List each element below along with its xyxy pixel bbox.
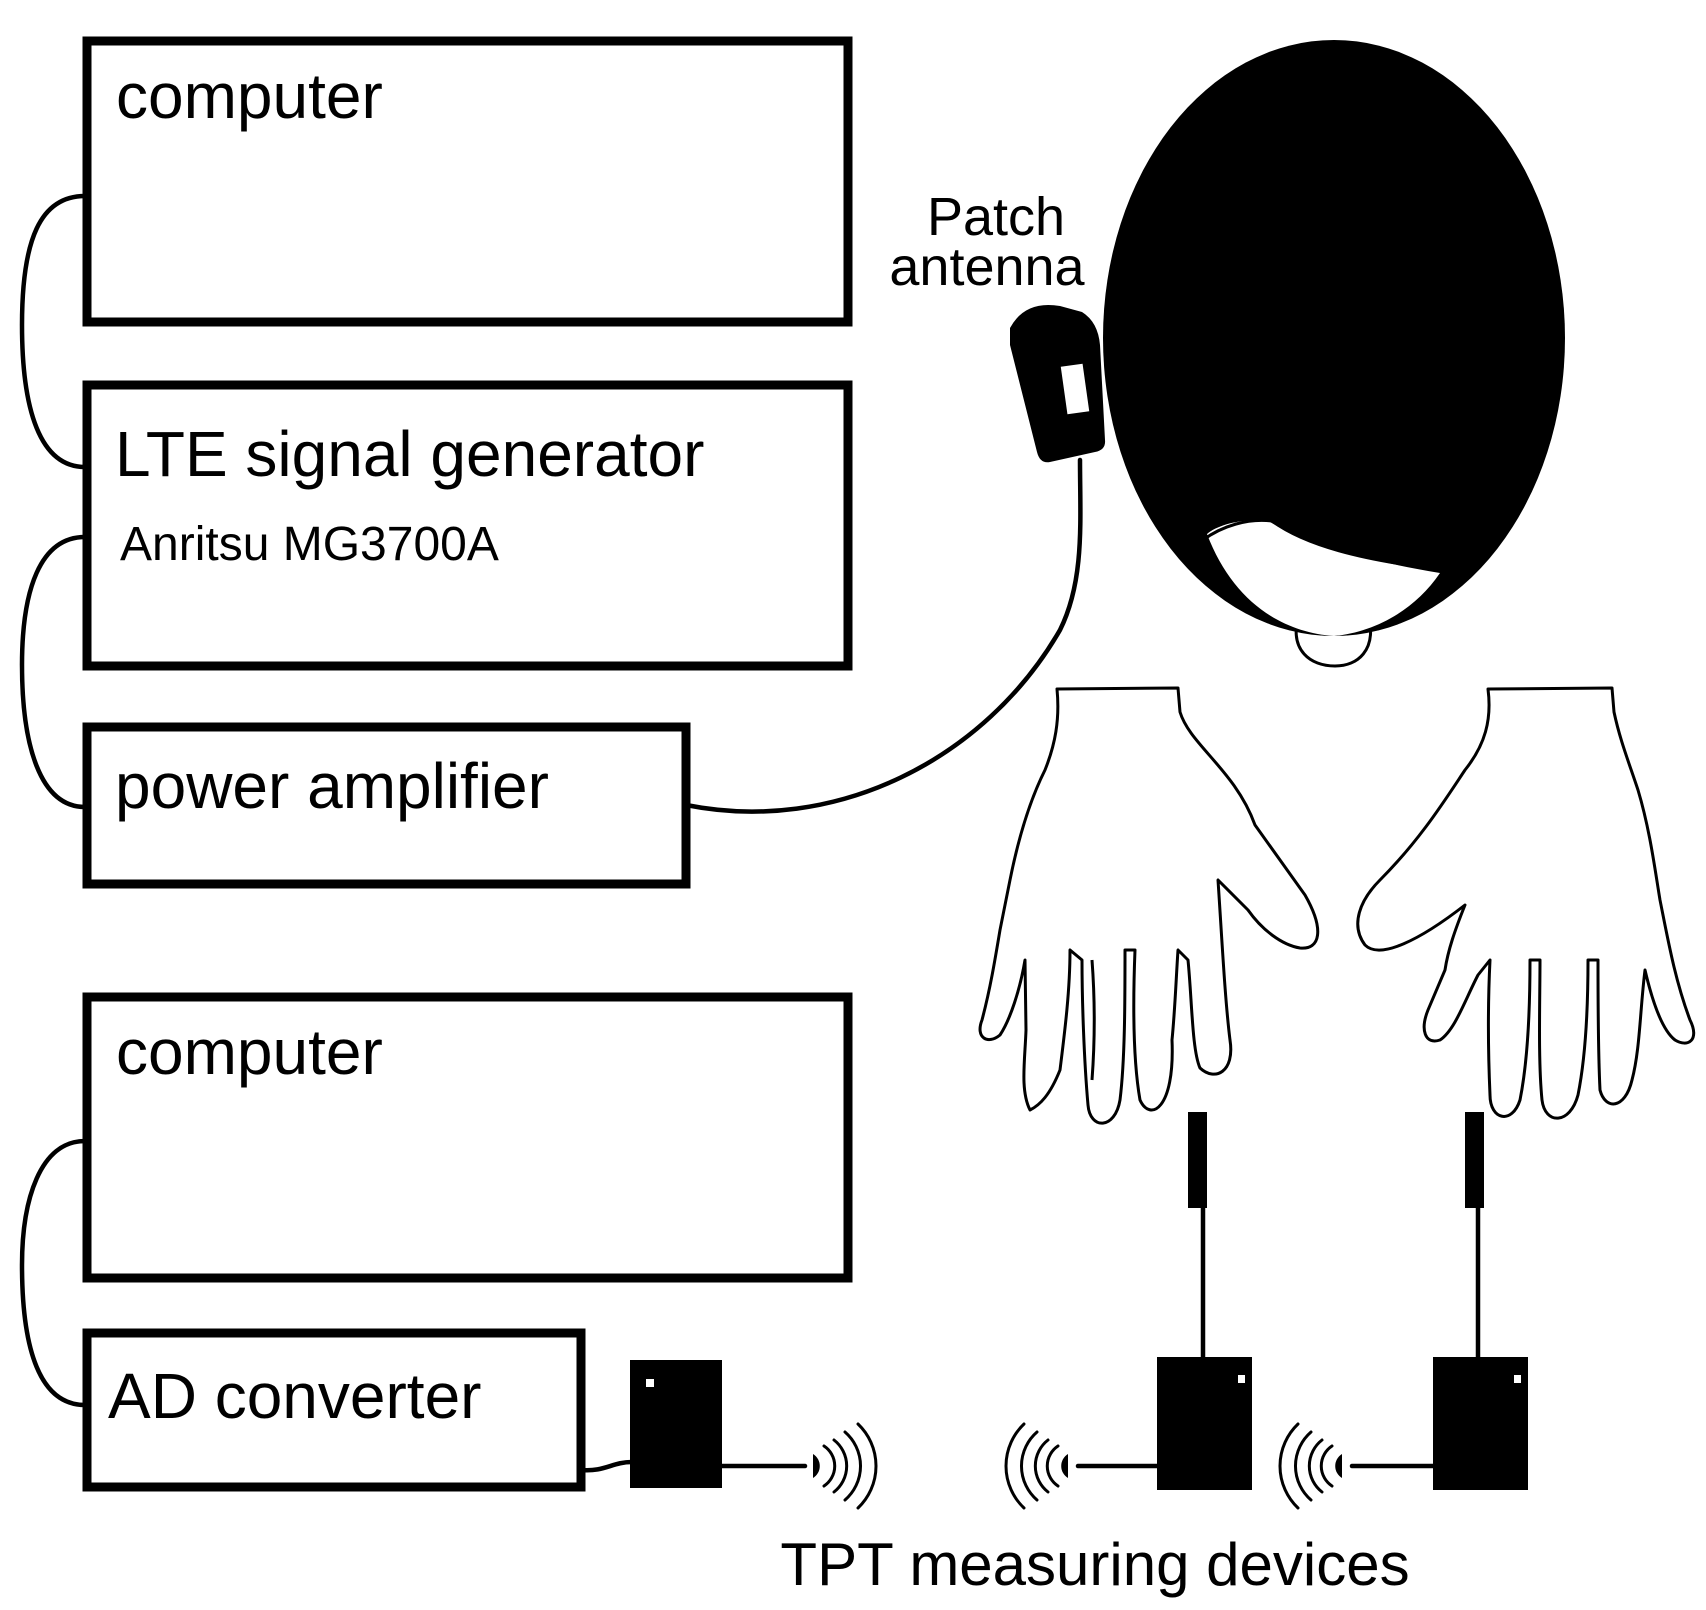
lte-generator-model: Anritsu MG3700A <box>120 518 499 571</box>
computer-top-label: computer <box>116 60 383 132</box>
tpt-device-right <box>1278 1357 1528 1510</box>
cable-computer-to-adconverter <box>19 1138 88 1408</box>
power-amplifier-label: power amplifier <box>115 750 549 822</box>
lte-generator-label: LTE signal generator <box>115 418 704 490</box>
computer-box-top: computer <box>82 36 853 327</box>
receiver-device <box>630 1360 878 1510</box>
tpt-device-left <box>1004 1357 1252 1510</box>
face-area <box>1207 520 1440 636</box>
right-finger-sensor <box>1465 1112 1484 1363</box>
cable-amplifier-to-antenna <box>683 457 1083 814</box>
ad-converter-label: AD converter <box>108 1360 481 1432</box>
head-top-view <box>1103 40 1565 668</box>
computer-bottom-label: computer <box>116 1016 383 1088</box>
right-hand <box>1356 686 1696 1120</box>
power-amplifier-box: power amplifier <box>82 722 691 889</box>
wireless-receive-icon <box>813 1422 878 1510</box>
computer-box-bottom: computer <box>82 992 853 1283</box>
wireless-transmit-icon-right <box>1278 1422 1342 1510</box>
wireless-transmit-icon-left <box>1004 1422 1068 1510</box>
tpt-devices-label: TPT measuring devices <box>780 1531 1409 1598</box>
left-hand <box>978 686 1320 1125</box>
cable-generator-to-amplifier <box>19 534 88 810</box>
lte-signal-generator-box: LTE signal generator Anritsu MG3700A <box>82 380 853 671</box>
left-finger-sensor <box>1188 1112 1207 1363</box>
cable-adconverter-to-receiver <box>578 1459 635 1473</box>
patch-antenna-label-line1: Patch <box>927 187 1065 247</box>
cable-computer-to-generator <box>19 193 88 470</box>
patch-antenna <box>1010 304 1106 463</box>
patch-antenna-label-line2: antenna <box>889 237 1085 297</box>
ad-converter-box: AD converter <box>82 1328 586 1492</box>
